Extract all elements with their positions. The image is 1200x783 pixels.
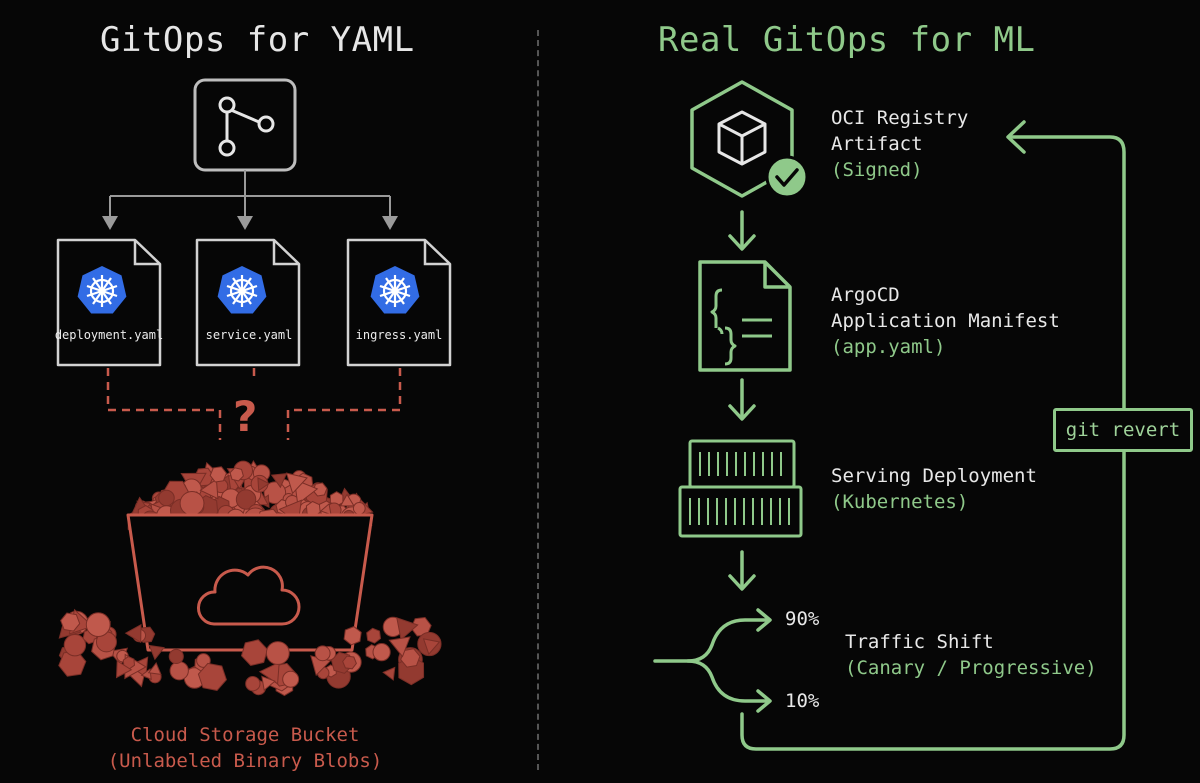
- blob: [197, 662, 227, 691]
- file-label-ingress: ingress.yaml: [355, 328, 443, 342]
- git-revert-badge: git revert: [1053, 408, 1193, 452]
- yaml-file-ingress: [346, 238, 452, 367]
- blob: [168, 648, 184, 665]
- split-bottom-percent: 10%: [785, 690, 820, 712]
- blob: [314, 645, 331, 662]
- blob: [372, 643, 391, 662]
- blob: [140, 668, 152, 681]
- blob: [285, 472, 308, 495]
- cube-icon: [690, 80, 794, 198]
- blob: [382, 666, 396, 681]
- blob: [245, 676, 261, 692]
- blob: [158, 489, 175, 507]
- bucket-label-line2: (Unlabeled Binary Blobs): [107, 750, 383, 772]
- blob: [199, 478, 219, 500]
- right-diagram: [653, 80, 1126, 751]
- blob: [235, 489, 257, 510]
- blob: [169, 661, 189, 681]
- left-diagram: [56, 78, 452, 697]
- blob: [261, 675, 276, 692]
- checkmark-icon: [765, 155, 809, 199]
- container-ribs: [689, 452, 790, 525]
- blob: [209, 466, 227, 483]
- blob: [258, 661, 280, 685]
- kubernetes-icon: [370, 266, 420, 314]
- storage-bucket: [58, 460, 442, 697]
- section-divider: [537, 30, 539, 770]
- traffic-split-arrows: [653, 608, 772, 713]
- blob: [85, 612, 111, 638]
- flow-arrows: [728, 210, 756, 591]
- blob: [115, 660, 133, 679]
- kubernetes-icon: [77, 266, 127, 314]
- blob: [257, 477, 271, 492]
- blob: [179, 490, 205, 516]
- blob: [58, 650, 87, 677]
- dashed-connectors: [106, 368, 402, 440]
- blob: [240, 639, 269, 667]
- blob: [319, 502, 332, 516]
- yaml-file-service: [195, 238, 301, 367]
- blob: [265, 641, 290, 665]
- blob: [124, 623, 142, 644]
- blob: [270, 473, 288, 489]
- right-title: Real GitOps for ML: [658, 20, 1036, 60]
- blob: [352, 502, 366, 515]
- step-argocd-label: ArgoCD Application Manifest (app.yaml): [831, 284, 1060, 358]
- step-oci-label: OCI Registry Artifact (Signed): [831, 107, 969, 181]
- git-branch-icon: [193, 78, 297, 172]
- document-braces-icon: [698, 260, 792, 372]
- blob: [147, 662, 162, 676]
- blob: [343, 626, 362, 646]
- blob: [388, 636, 411, 658]
- bucket-label-line1: Cloud Storage Bucket: [130, 724, 360, 746]
- blob: [63, 633, 87, 657]
- blob: [366, 627, 382, 644]
- blob: [339, 493, 355, 507]
- blob: [60, 612, 81, 632]
- step-traffic-label: Traffic Shift (Canary / Progressive): [845, 631, 1097, 679]
- blob: [342, 655, 357, 670]
- branch-arrows: [102, 170, 398, 230]
- blob: [396, 617, 419, 641]
- blob: [422, 638, 441, 656]
- blob: [282, 670, 300, 688]
- rollback-loop: [740, 120, 1126, 751]
- blob: [400, 648, 421, 668]
- blob: [312, 482, 328, 497]
- kubernetes-icon: [217, 266, 267, 314]
- blob: [229, 467, 244, 482]
- cloud-icon: [197, 565, 301, 626]
- yaml-file-deployment: [56, 238, 162, 367]
- question-mark: ?: [233, 392, 258, 441]
- file-label-service: service.yaml: [205, 328, 293, 342]
- split-top-percent: 90%: [785, 608, 820, 630]
- file-label-deployment: deployment.yaml: [54, 328, 164, 342]
- left-title: GitOps for YAML: [100, 20, 415, 60]
- blob: [148, 644, 165, 661]
- step-serving-label: Serving Deployment (Kubernetes): [831, 465, 1037, 513]
